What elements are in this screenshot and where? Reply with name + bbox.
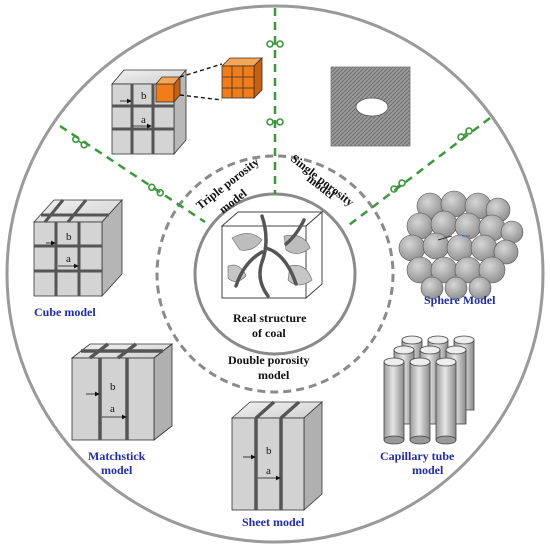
sheet-model-label: Sheet model xyxy=(242,515,305,529)
scissor-icon xyxy=(72,135,88,149)
double-label-line1: Double porosity xyxy=(228,353,309,367)
scissor-icon xyxy=(390,179,406,193)
center-label-line2: of coal xyxy=(252,326,286,340)
scissor-icons xyxy=(72,40,473,197)
outer-ring xyxy=(5,4,545,544)
dim-a-label: a xyxy=(141,114,146,126)
coal-structure-graphic xyxy=(220,210,324,300)
dim-b-label: b xyxy=(66,231,72,243)
cube-model-graphic: b a xyxy=(33,198,123,298)
dim-a-label: a xyxy=(66,253,71,265)
matchstick-model-graphic: b a xyxy=(70,342,174,441)
dim-b-label: b xyxy=(110,381,116,393)
sphere-dim-markers xyxy=(437,235,470,241)
sphere-model-label: Sphere Model xyxy=(424,293,496,307)
scissor-icon xyxy=(266,118,284,126)
porosity-ring xyxy=(155,154,395,394)
capillary-label-line2: model xyxy=(412,463,444,477)
single-porosity-graphic xyxy=(330,66,411,147)
dim-b-label: b xyxy=(141,90,147,102)
sheet-model-graphic: b a xyxy=(230,400,324,511)
scissor-icon xyxy=(148,183,164,197)
dim-b-label: b xyxy=(266,445,272,457)
sphere-model-graphic xyxy=(398,190,524,300)
capillary-label-line1: Capillary tube xyxy=(380,449,455,463)
triple-porosity-cube-graphic: b a xyxy=(111,57,263,156)
matchstick-label-line2: model xyxy=(101,463,133,477)
cube-model-label: Cube model xyxy=(34,305,96,319)
center-label-line1: Real structure xyxy=(233,311,307,325)
double-label-line2: model xyxy=(258,368,290,382)
scissor-icon xyxy=(266,40,284,48)
tube-front-row xyxy=(383,357,457,445)
capillary-tube-graphic xyxy=(383,335,475,445)
matchstick-label-line1: Matchstick xyxy=(88,449,146,463)
scissor-icon xyxy=(457,127,473,141)
dim-a-label: a xyxy=(266,465,271,477)
dim-a-label: a xyxy=(110,403,115,415)
